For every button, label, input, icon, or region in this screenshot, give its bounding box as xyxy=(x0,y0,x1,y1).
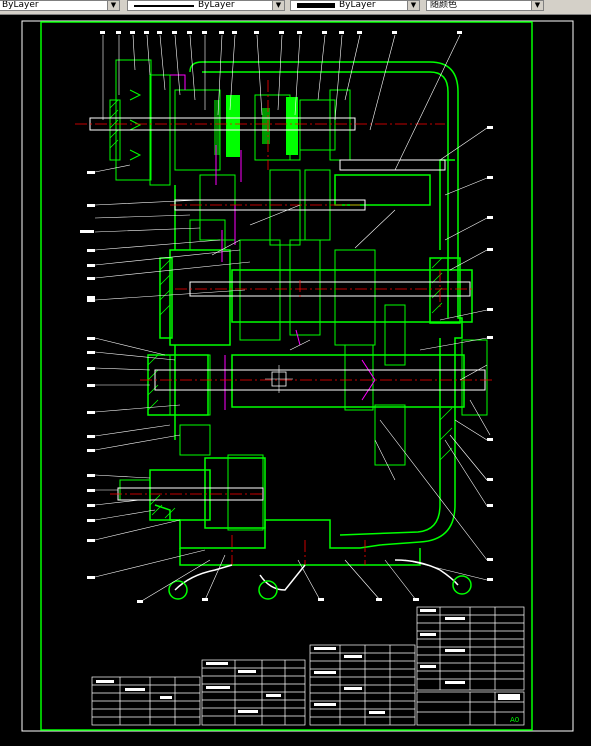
outer-sheet-border xyxy=(21,20,574,732)
linetype-combo-label: ByLayer xyxy=(198,0,235,10)
lineweight-combo-label: ByLayer xyxy=(339,0,376,10)
leader-lines xyxy=(94,34,491,603)
chevron-down-icon[interactable]: ▼ xyxy=(107,1,119,10)
hatch-lines xyxy=(109,99,453,519)
properties-toolbar: ByLayer ▼ ByLayer ▼ ByLayer ▼ 随颜色 ▼ xyxy=(0,0,591,15)
sheet-size-label: A0 xyxy=(510,716,519,724)
part-number-labels xyxy=(80,31,493,603)
drawing-frame xyxy=(40,21,533,731)
gearbox-housing xyxy=(147,61,473,566)
lineweight-swatch xyxy=(297,3,335,8)
chevron-down-icon[interactable]: ▼ xyxy=(407,1,419,10)
shift-handles xyxy=(168,559,472,600)
drawing-canvas[interactable]: A0 xyxy=(0,15,591,742)
highlighted-edges xyxy=(170,74,376,410)
centerlines xyxy=(75,80,495,565)
lineweight-combo[interactable]: ByLayer ▼ xyxy=(290,0,420,11)
layer-combo[interactable]: ByLayer ▼ xyxy=(0,0,120,11)
cursor-crosshair xyxy=(265,365,293,393)
title-blocks xyxy=(91,606,525,726)
linetype-swatch xyxy=(134,5,194,7)
layer-combo-label: ByLayer xyxy=(2,0,39,10)
hatched-parts xyxy=(214,95,298,157)
color-combo[interactable]: 随颜色 ▼ xyxy=(426,0,544,11)
color-combo-label: 随颜色 xyxy=(430,0,458,10)
cad-drawing: A0 xyxy=(21,20,574,732)
title-block-text xyxy=(96,609,520,714)
chevron-down-icon[interactable]: ▼ xyxy=(272,1,284,10)
linetype-combo[interactable]: ByLayer ▼ xyxy=(127,0,285,11)
chevron-down-icon[interactable]: ▼ xyxy=(531,1,543,10)
